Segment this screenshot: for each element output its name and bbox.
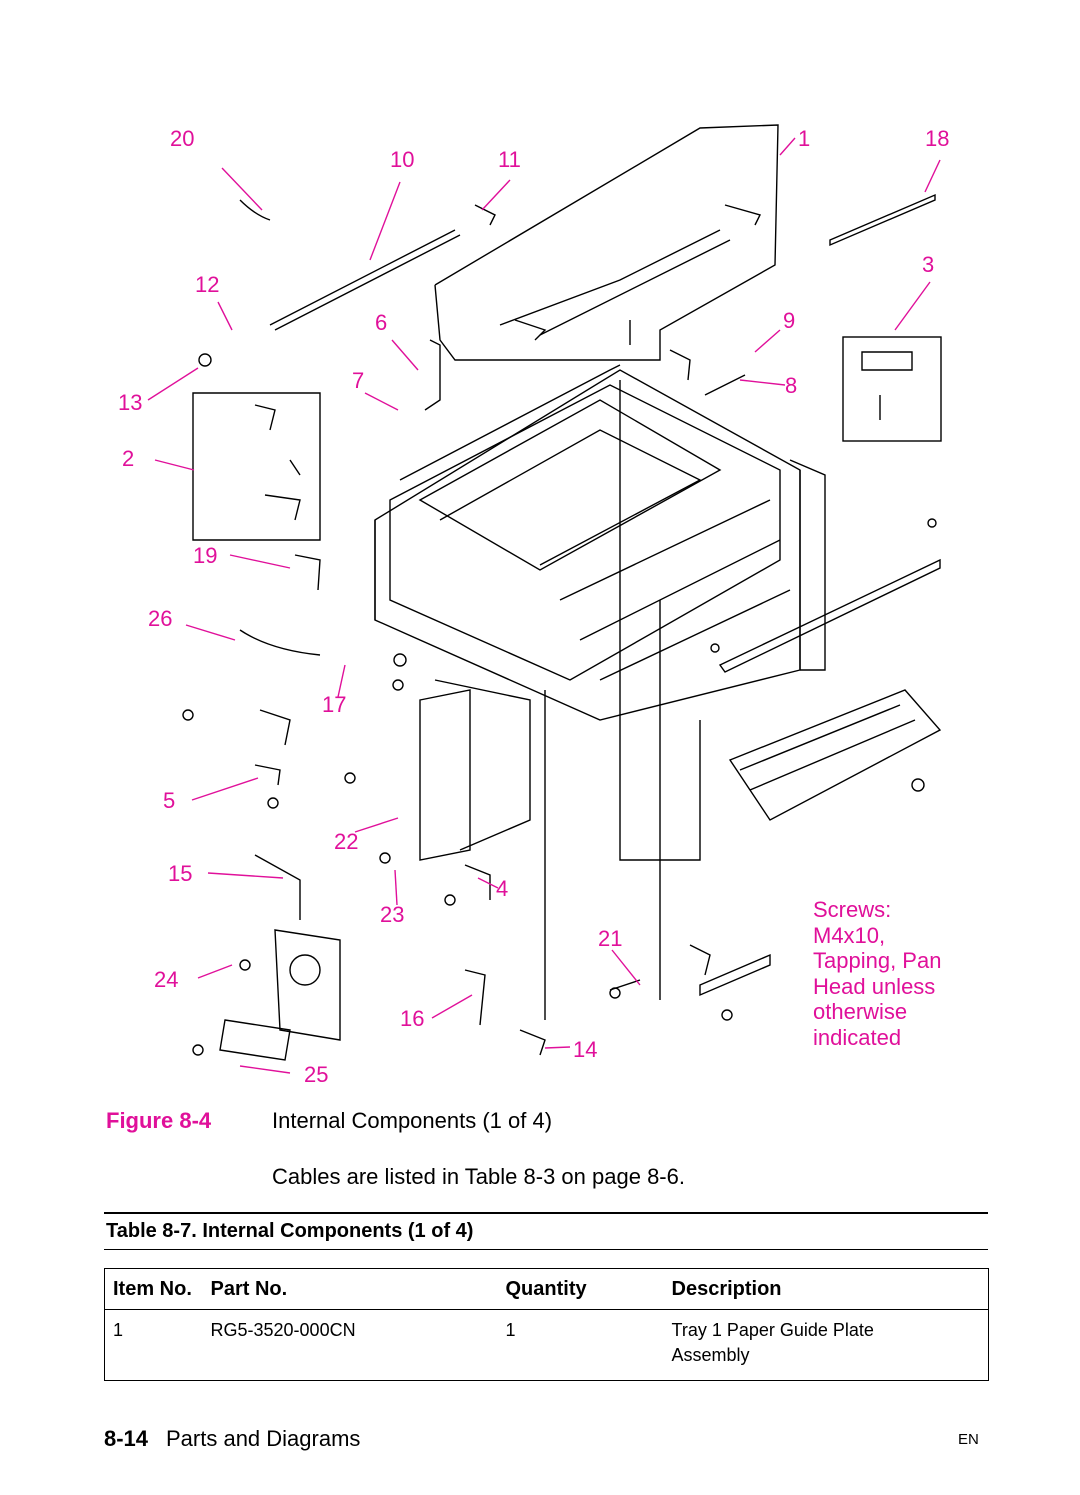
callout-4: 4 xyxy=(496,876,508,901)
header-part-no: Part No. xyxy=(202,1268,498,1310)
callout-13: 13 xyxy=(118,390,142,415)
screws-note: Screws: M4x10, Tapping, Pan Head unless … xyxy=(813,897,942,1050)
callout-1: 1 xyxy=(798,126,810,151)
callout-21: 21 xyxy=(598,926,622,951)
page-number: 8-14 xyxy=(104,1426,149,1451)
description-line-1: Tray 1 Paper Guide Plate xyxy=(671,1320,874,1340)
header-item-no: Item No. xyxy=(104,1268,203,1310)
table-header-row: Item No. Part No. Quantity Description xyxy=(104,1268,989,1310)
callout-11: 11 xyxy=(498,147,521,172)
figure-note: Cables are listed in Table 8-3 on page 8… xyxy=(272,1164,685,1189)
callout-16: 16 xyxy=(400,1006,424,1031)
callout-14: 14 xyxy=(573,1037,597,1062)
table-top-rule xyxy=(104,1212,988,1214)
cell-item-no: 1 xyxy=(104,1309,203,1381)
cell-description: Tray 1 Paper Guide Plate Assembly xyxy=(663,1309,989,1381)
table-caption: Table 8-7. Internal Components (1 of 4) xyxy=(106,1220,474,1242)
table-caption-rule xyxy=(104,1249,988,1250)
figure-label: Figure 8-4 xyxy=(106,1108,212,1133)
exploded-parts-diagram: 20 10 11 1 18 12 3 6 9 13 7 8 2 19 26 17… xyxy=(118,124,949,1087)
callout-3: 3 xyxy=(922,252,934,277)
callout-22: 22 xyxy=(334,829,358,854)
callout-17: 17 xyxy=(322,692,346,717)
callout-23: 23 xyxy=(380,902,404,927)
language-code: EN xyxy=(958,1431,979,1448)
callout-10: 10 xyxy=(390,147,414,172)
callout-2: 2 xyxy=(122,446,134,471)
callout-26: 26 xyxy=(148,606,172,631)
callout-5: 5 xyxy=(163,788,175,813)
callout-7: 7 xyxy=(352,368,364,393)
section-title: Parts and Diagrams xyxy=(166,1426,361,1451)
cell-part-no: RG5-3520-000CN xyxy=(202,1309,498,1381)
callout-9: 9 xyxy=(783,308,795,333)
callout-24: 24 xyxy=(154,967,178,992)
callout-12: 12 xyxy=(195,272,219,297)
callout-6: 6 xyxy=(375,310,387,335)
callout-25: 25 xyxy=(304,1062,328,1087)
callout-20: 20 xyxy=(170,126,194,151)
header-quantity: Quantity xyxy=(497,1268,664,1310)
header-description: Description xyxy=(663,1268,989,1310)
callout-18: 18 xyxy=(925,126,949,151)
callout-8: 8 xyxy=(785,373,797,398)
callout-19: 19 xyxy=(193,543,217,568)
parts-table: Item No. Part No. Quantity Description 1… xyxy=(104,1268,989,1381)
figure-title: Internal Components (1 of 4) xyxy=(272,1108,553,1133)
description-line-2: Assembly xyxy=(671,1345,750,1365)
cell-quantity: 1 xyxy=(497,1309,664,1381)
callout-15: 15 xyxy=(168,861,192,886)
table-row: 1 RG5-3520-000CN 1 Tray 1 Paper Guide Pl… xyxy=(104,1309,989,1381)
